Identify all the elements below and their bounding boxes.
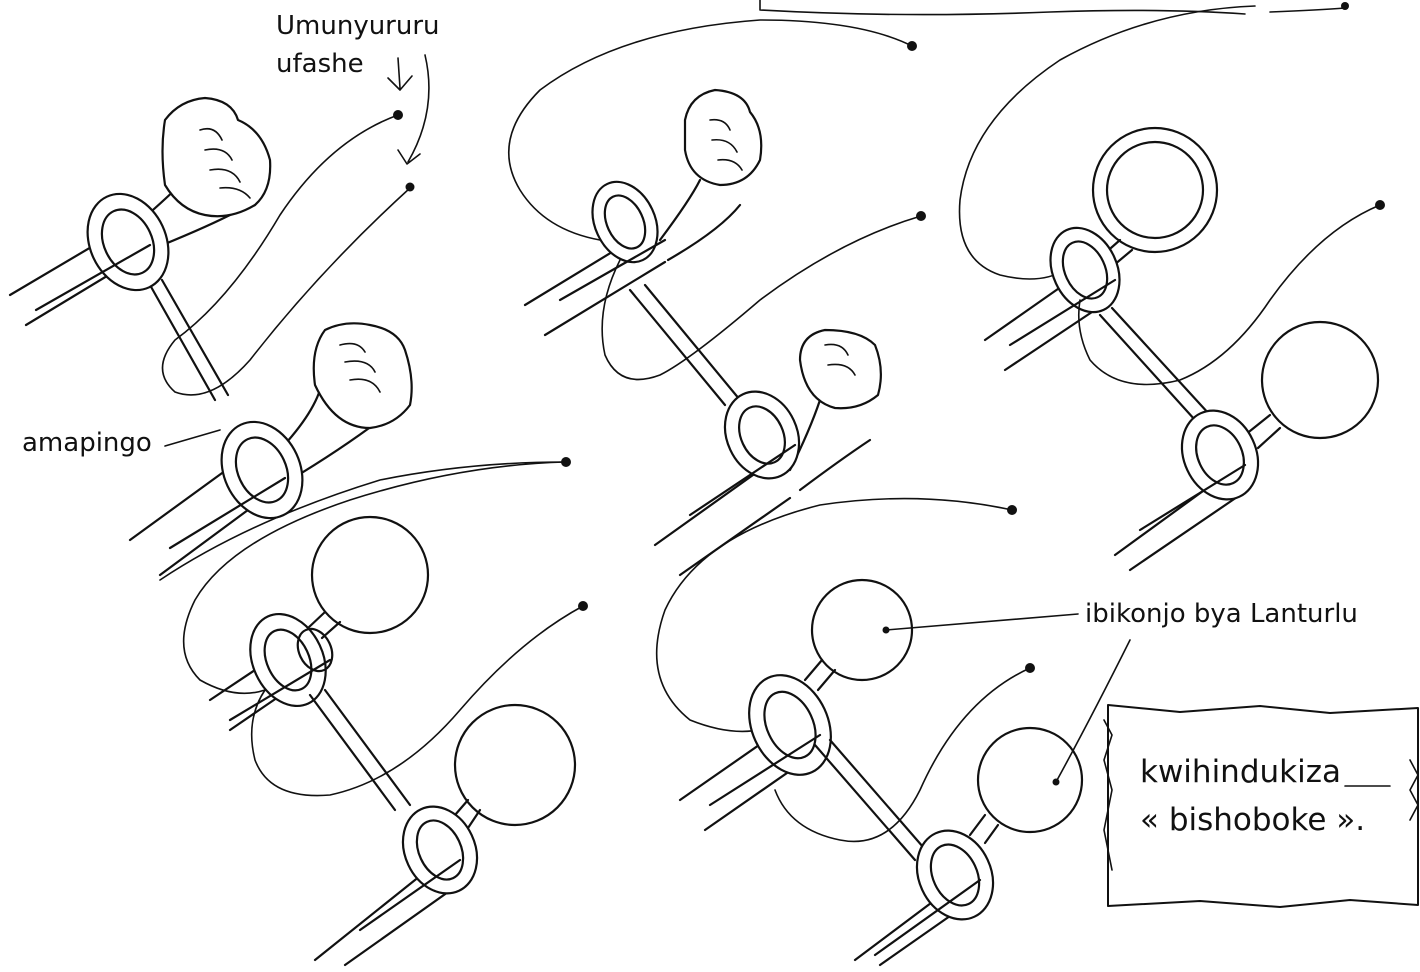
fist-upper bbox=[163, 98, 271, 216]
ring-upper bbox=[580, 171, 670, 272]
bar-amapingo bbox=[150, 280, 228, 400]
ring-upper bbox=[734, 662, 847, 788]
ball-lower bbox=[455, 705, 575, 825]
ball-upper bbox=[1093, 128, 1217, 252]
fist-lower bbox=[314, 323, 412, 428]
top-scroll-fragment bbox=[760, 0, 1349, 15]
ball-upper bbox=[812, 580, 912, 680]
ring-lower bbox=[1168, 398, 1272, 512]
fist-upper bbox=[685, 90, 761, 185]
caption-scroll: kwihindukiza « bishoboke ». bbox=[1104, 705, 1418, 907]
ring-lower bbox=[711, 379, 812, 490]
panel-2 bbox=[509, 20, 926, 575]
panel-1: Umunyururu ufashe amapingo bbox=[10, 11, 571, 580]
panel-3 bbox=[960, 6, 1386, 570]
caption-line-1: kwihindukiza bbox=[1140, 754, 1341, 790]
ring-upper bbox=[72, 181, 183, 304]
arrow-string-2 bbox=[398, 55, 429, 164]
label-amapingo: amapingo bbox=[22, 428, 152, 458]
caption-line-2: « bishoboke ». bbox=[1140, 802, 1365, 838]
ball-lower bbox=[1262, 322, 1378, 438]
ball-lower bbox=[978, 728, 1082, 832]
label-ufashe: ufashe bbox=[276, 49, 364, 79]
string bbox=[960, 6, 1256, 279]
ball-upper bbox=[312, 517, 428, 633]
string bbox=[1079, 205, 1380, 385]
ring-upper bbox=[236, 602, 340, 719]
panel-4 bbox=[184, 462, 588, 965]
arrow-string-1 bbox=[388, 58, 412, 90]
ring-lower bbox=[206, 409, 317, 532]
fist-lower bbox=[800, 330, 881, 408]
label-ibikonjo: ibikonjo bya Lanturlu bbox=[1085, 599, 1358, 629]
string bbox=[657, 499, 1012, 732]
leader-ball-upper bbox=[886, 614, 1078, 630]
ring-upper bbox=[1037, 217, 1132, 324]
label-umunyururu: Umunyururu bbox=[276, 11, 440, 41]
